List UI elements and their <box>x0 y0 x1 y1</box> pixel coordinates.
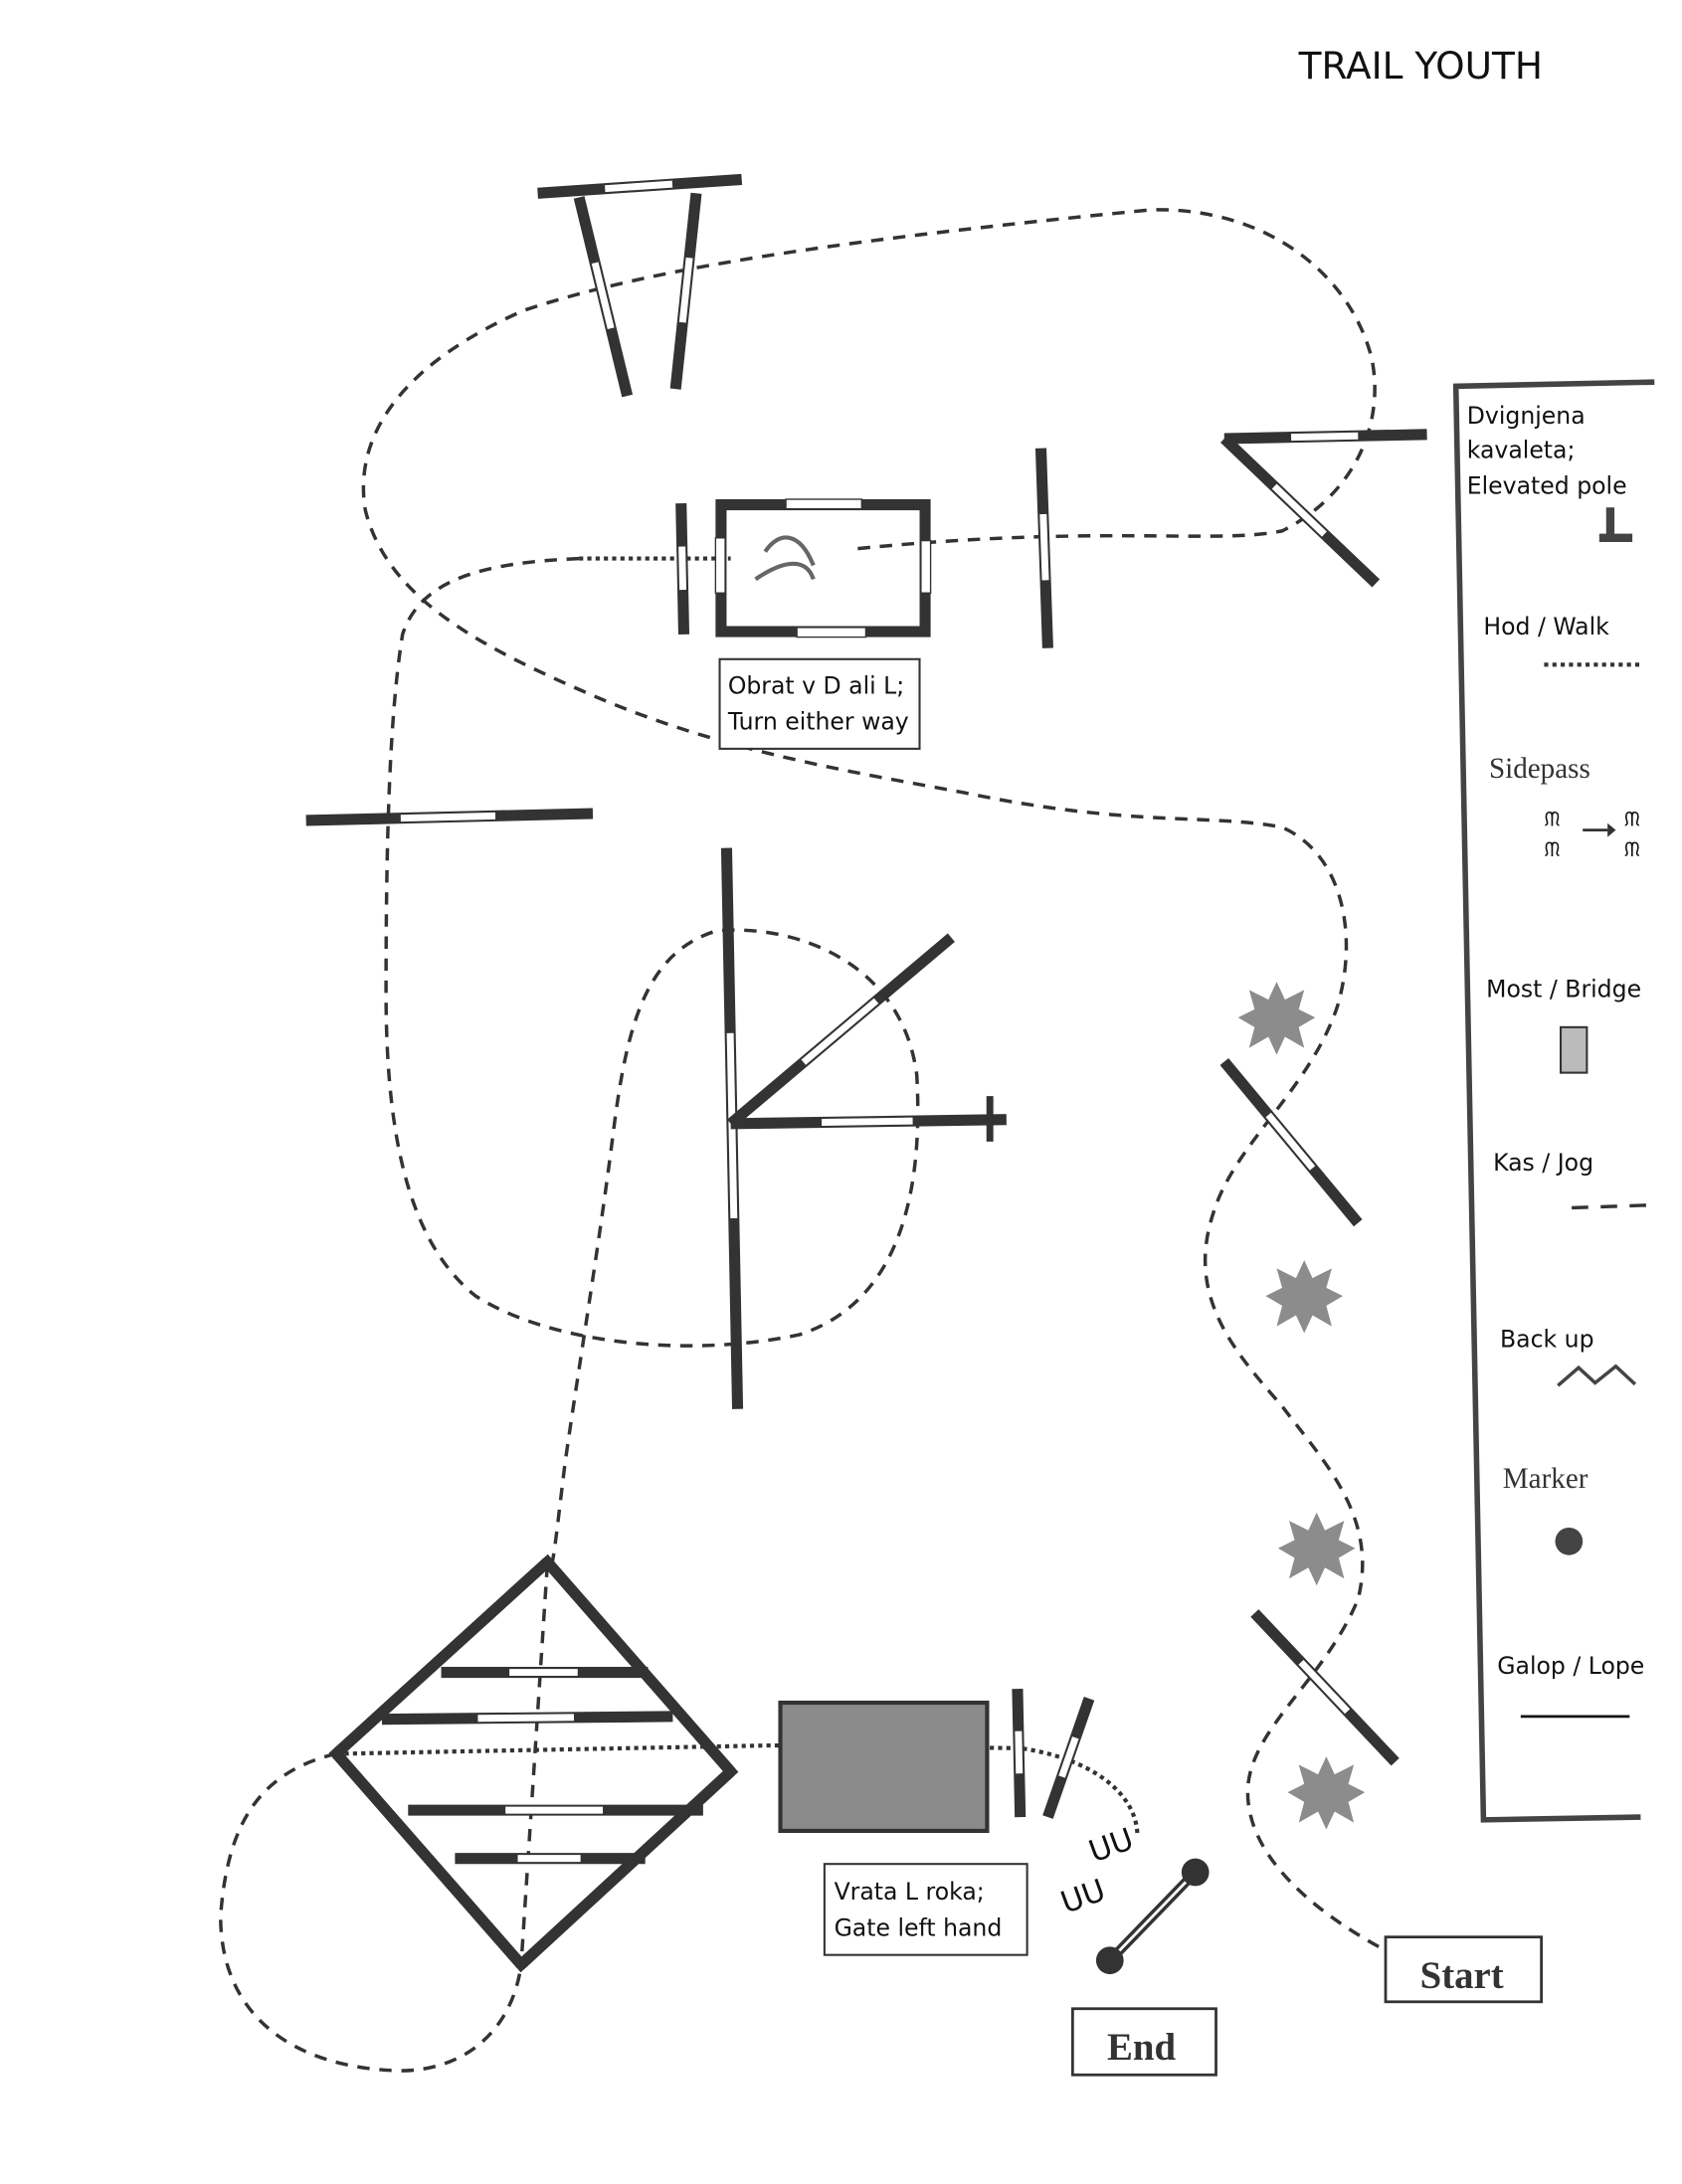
svg-text:ᙏ: ᙏ <box>1544 838 1560 861</box>
start-box <box>1384 1935 1544 2004</box>
turn-label-box <box>718 657 921 750</box>
pole <box>537 173 743 199</box>
sidepass-icon: ᙏᙏ ᙏᙏ <box>1544 808 1639 860</box>
svg-text:ᙏ: ᙏ <box>1624 838 1640 861</box>
jog-line-icon <box>1572 1202 1652 1210</box>
pole <box>1012 1689 1027 1818</box>
tree-icon <box>1265 1260 1344 1334</box>
tree-icon <box>1277 1512 1356 1586</box>
start-label: Start <box>1420 1954 1504 1997</box>
legend: Dvignjena kavaleta; Elevated pole Hod / … <box>1452 379 1655 1823</box>
legend-jog-label: Kas / Jog <box>1493 1149 1593 1177</box>
backup-icon <box>1557 1364 1637 1387</box>
legend-elevated-pole-label: Dvignjena <box>1467 402 1586 430</box>
tree-icons <box>1237 982 1366 1830</box>
jog-path-diamond-center <box>519 1564 549 1965</box>
turn-arrows-icon <box>754 535 816 582</box>
gate-label-line2: Gate left hand <box>835 1913 1003 1941</box>
pole <box>305 808 594 826</box>
pole <box>727 933 955 1129</box>
legend-sidepass-label: Sidepass <box>1489 753 1590 785</box>
pole <box>381 1711 673 1726</box>
poles-group <box>305 173 1427 1969</box>
turn-label-line1: Obrat v D ali L; <box>728 671 904 699</box>
pole <box>1223 429 1427 445</box>
pole <box>1042 1697 1095 1819</box>
elevated-pole-icon <box>1598 507 1633 542</box>
gate-label-line1: Vrata L roka; <box>835 1878 985 1906</box>
marker-icon <box>1555 1527 1584 1555</box>
pole <box>573 196 634 398</box>
pole <box>669 192 702 390</box>
marker-icon <box>1095 1946 1124 1975</box>
pole <box>1034 448 1053 648</box>
tree-icon <box>1287 1756 1366 1830</box>
walk-path-bridge <box>344 1742 1140 1837</box>
pole <box>730 1114 1007 1130</box>
pole <box>1250 1609 1400 1766</box>
turn-box <box>715 498 931 637</box>
end-label: End <box>1107 2026 1176 2069</box>
pole <box>675 503 690 635</box>
diamond-obstacle <box>328 1553 739 1973</box>
turn-label-line2: Turn either way <box>727 707 909 735</box>
gate-label-box <box>823 1863 1028 1956</box>
svg-text:ᙏ: ᙏ <box>1624 808 1640 830</box>
legend-elevated-pole-label: kavaleta; <box>1467 436 1576 463</box>
legend-elevated-pole-label: Elevated pole <box>1467 471 1627 499</box>
tree-icon <box>1237 982 1316 1055</box>
jog-path-diamond-loop <box>219 1751 523 2073</box>
bridge <box>778 1700 990 1834</box>
pole <box>1219 1057 1363 1227</box>
end-box <box>1070 2007 1217 2077</box>
legend-lope-label: Galop / Lope <box>1497 1652 1644 1680</box>
svg-text:ᙏ: ᙏ <box>1544 808 1560 830</box>
sidepass-icon: ᑌᑌ <box>1056 1873 1110 1920</box>
pole <box>1219 434 1381 588</box>
legend-walk-label: Hod / Walk <box>1483 613 1609 640</box>
legend-marker-label: Marker <box>1503 1463 1589 1495</box>
jog-path-main <box>361 208 1380 1948</box>
legend-bridge-label: Most / Bridge <box>1486 975 1641 1002</box>
legend-backup-label: Back up <box>1500 1325 1594 1353</box>
bridge-icon <box>1559 1025 1589 1074</box>
page-title: TRAIL YOUTH <box>1298 44 1543 88</box>
sidepass-icon: ᑌᑌ <box>1084 1822 1138 1870</box>
marker-icon <box>1181 1858 1210 1887</box>
